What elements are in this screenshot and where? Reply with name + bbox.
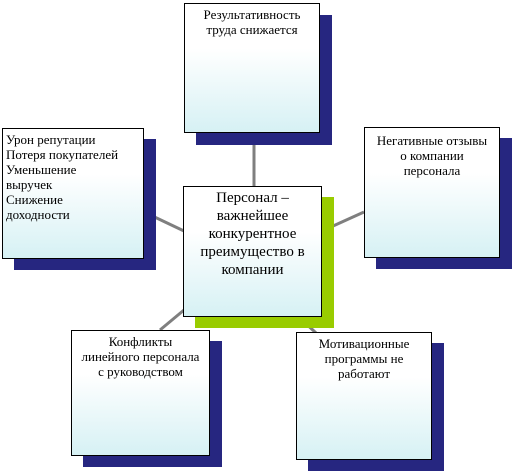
node-text-line: работают [337,366,391,381]
node-text-line: Персонал – [216,190,289,206]
node-text-line: труда снижается [206,22,298,37]
node-text-line: важнейшее [216,208,289,224]
node-text-line: Негативные отзывы [376,133,488,148]
node-text-line: выручек [6,177,53,192]
node-center: Персонал – важнейшее конкурентное преимущес… [183,186,334,328]
node-text-line: Снижение [6,192,63,207]
node-text-line: о компании [400,148,464,163]
node-text-line: компании [221,262,284,278]
node-text-line: Конфликты [108,334,173,349]
node-text-line: Уменьшение [6,162,77,177]
node-text-line: Результативность [203,7,301,22]
node-text-line: линейного персонала [81,349,200,364]
node-text-line: доходности [6,207,70,222]
node-text-line: с руководством [98,364,183,379]
node-text-line: Урон репутации [6,132,96,147]
node-text-line: программы не [324,351,404,366]
node-text-line: персонала [403,163,461,178]
node-text-line: Потеря покупателей [6,147,119,162]
node-center-box: Персонал – важнейшее конкурентное преимущес… [183,186,322,317]
connector-bottom-left [159,308,185,332]
node-text-line: Мотивационные [318,336,410,351]
node-text-line: преимущество в [200,244,305,260]
node-text-line: конкурентное [208,226,297,242]
